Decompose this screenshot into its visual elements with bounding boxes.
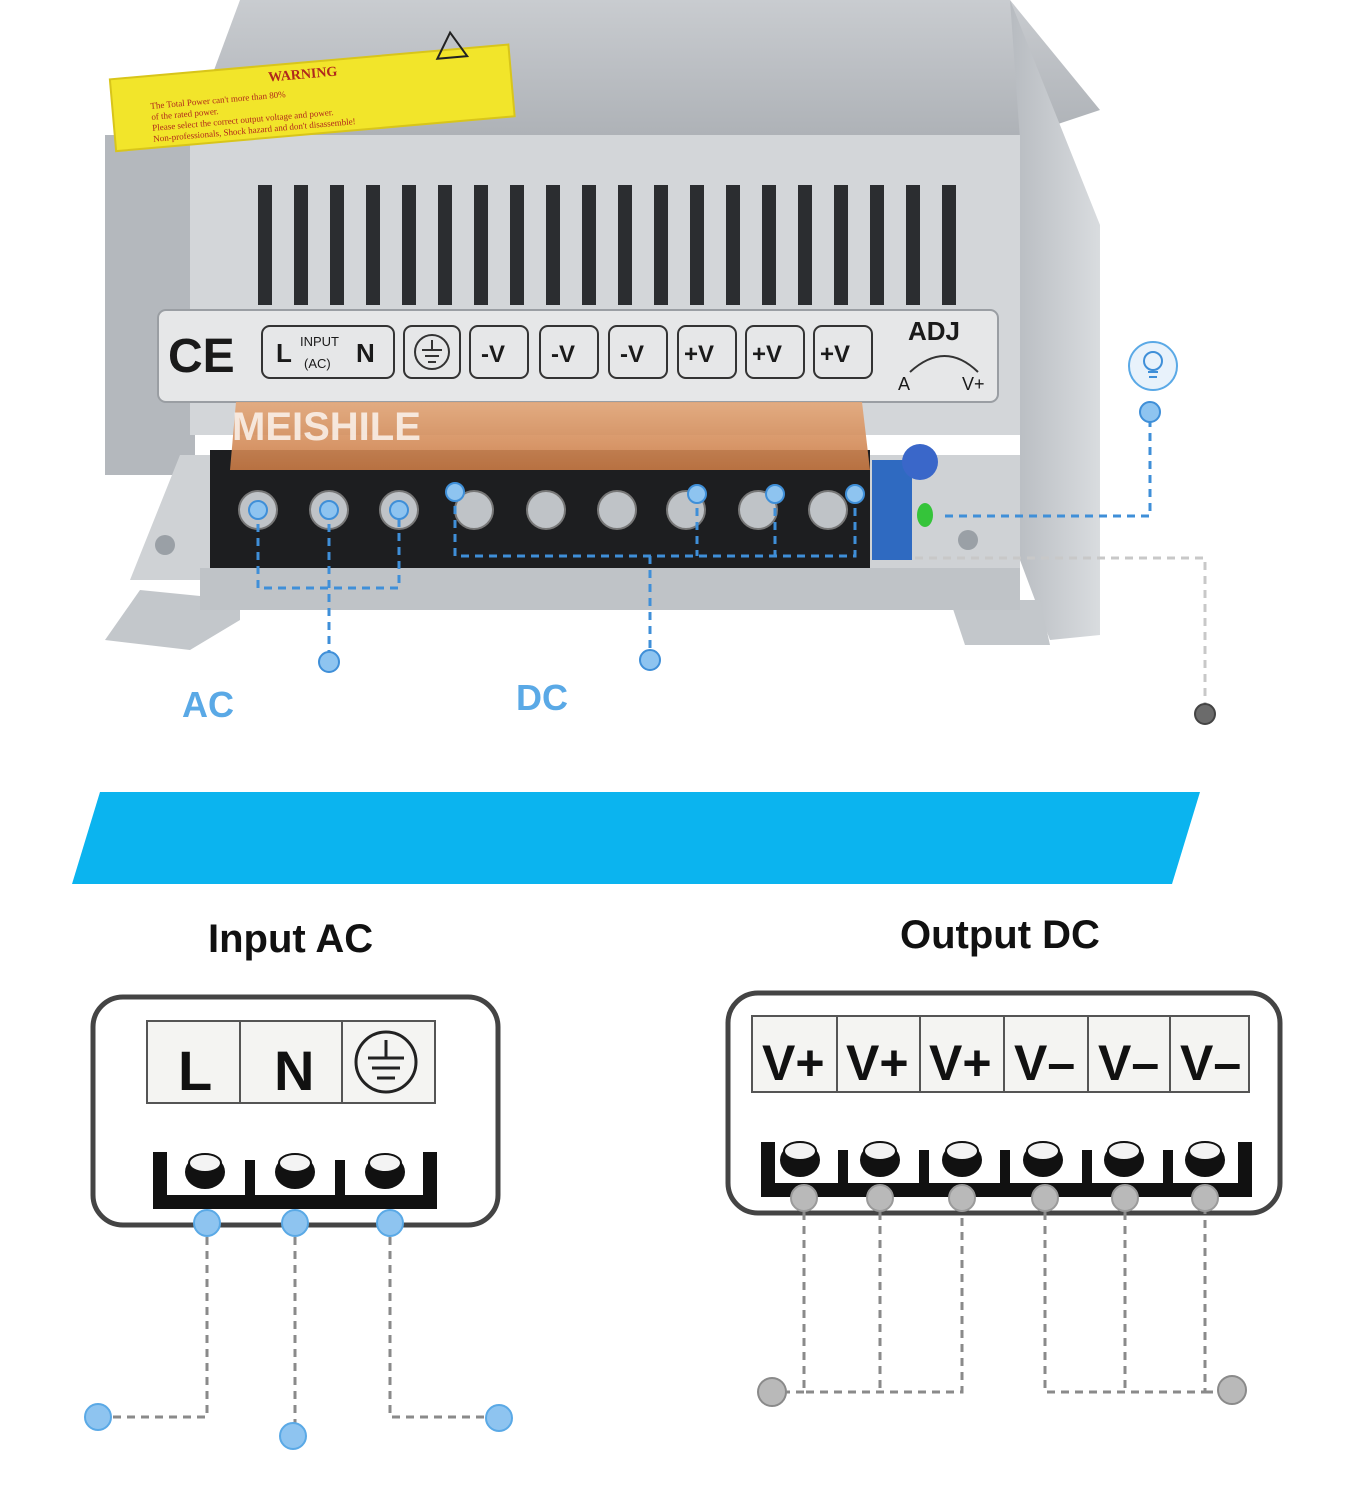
input-wire-dots [84,1209,513,1450]
ce-mark: CE [168,330,235,383]
output-dc-diagram: Output DC V+ V+ V+ V– V– V– [725,913,1283,1407]
input-wire-ground [388,1223,498,1419]
output-wire-dots [757,1184,1247,1407]
terminal-screws [238,490,848,530]
output-label-dividers [836,1016,1171,1092]
mount-screw-left [155,535,175,555]
capacitor [902,444,938,480]
mount-screw-right [958,530,978,550]
ground-icon [354,1030,418,1094]
input-label-strip [146,1020,436,1104]
output-terminal-6: V– [1180,1035,1241,1091]
adj-callout-line [915,556,1207,712]
input-screw-icons [185,1153,405,1189]
panel-label-n: N [356,338,375,368]
ac-bracket-line [256,510,401,590]
output-terminal-4: V– [1014,1035,1075,1091]
power-led-icon [917,503,933,527]
output-terminal-5: V– [1098,1035,1159,1091]
adj-right-label: V+ [962,374,985,394]
output-terminal-3: V+ [929,1035,992,1091]
input-terminal-l: L [178,1039,212,1102]
adj-left-label: A [898,374,910,394]
adj-arrow-icon [909,355,979,373]
input-wire-l [100,1223,209,1419]
panel-box-ground [403,325,461,379]
input-ac-title: Input AC [208,917,373,961]
output-terminal-1: V+ [762,1035,825,1091]
adj-label: ADJ [908,316,960,346]
input-ac-diagram: Input AC L N [84,917,513,1450]
supply-left-bracket [105,135,195,475]
adj-potentiometer [872,460,912,560]
panel-label-plus-v-1: +V [684,341,714,368]
dc-label: DC [516,677,568,718]
dc-bracket-ticks [695,494,777,556]
input-terminal-n: N [274,1039,314,1102]
output-base-dividers [838,1150,1173,1190]
blue-banner [72,792,1200,884]
output-wire-negative [1043,1198,1232,1394]
dc-bracket-line [453,492,857,558]
panel-label-minus-v-1: -V [481,341,505,368]
warning-sticker: WARNING The Total Power can't more than … [108,30,516,153]
ac-label: AC [182,684,234,725]
hazard-icon [435,30,470,60]
panel-label-minus-v-2: -V [551,341,575,368]
terminal-cover [230,402,870,470]
panel-dc-boxes [469,325,873,379]
output-dc-title: Output DC [900,913,1100,957]
output-wire-positive [772,1198,964,1394]
panel-label-ac: (AC) [304,356,331,371]
warning-title: WARNING [268,65,338,86]
panel-ground-icon [414,334,450,370]
photo-callout-dots [248,401,1216,725]
right-foot [950,600,1050,645]
output-screw-icons [780,1141,1225,1177]
output-label-strip [751,1015,1250,1093]
output-terminal-2: V+ [846,1035,909,1091]
panel-label-plus-v-2: +V [752,341,782,368]
input-terminal-base [153,1152,437,1209]
supply-side-panel [1010,0,1100,640]
panel-label-l: L [276,338,292,368]
panel-label-plus-v-3: +V [820,341,850,368]
vent-slots [258,185,956,305]
panel-label-input: INPUT [300,334,339,349]
panel-label-minus-v-3: -V [620,341,644,368]
brand-watermark: MEISHILE [232,405,421,449]
power-supply-photo: WARNING The Total Power can't more than … [105,0,1216,725]
lightbulb-icon [1128,341,1178,391]
panel-box-input [261,325,395,379]
